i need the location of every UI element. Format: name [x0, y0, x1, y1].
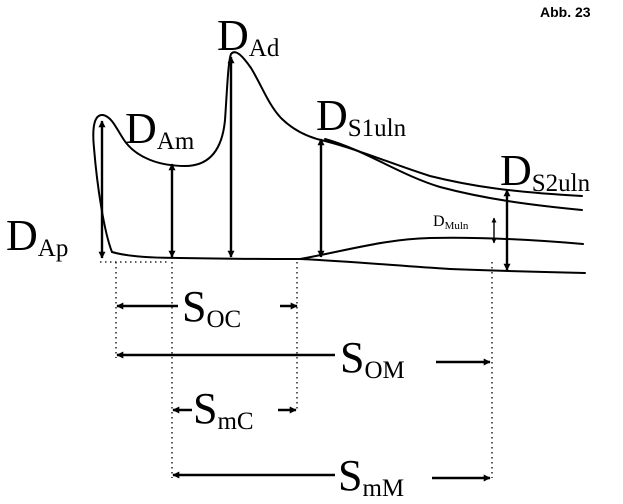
label-S-OM-sub: OM	[364, 357, 404, 384]
label-S-OM: SOM	[340, 333, 405, 384]
label-D-Ad-main: D	[217, 11, 249, 60]
label-D-Muln: DMuln	[433, 213, 469, 232]
label-S-mM-main: S	[338, 451, 362, 500]
bone-base-contour	[111, 251, 586, 274]
label-D-S1uln-sub: S1uln	[348, 115, 407, 142]
label-D-S2uln-sub: S2uln	[532, 170, 591, 197]
label-D-Muln-sub: Muln	[445, 220, 469, 232]
label-D-S2uln: DS2uln	[500, 146, 591, 197]
label-S-mM: SmM	[338, 451, 404, 502]
label-S-OM-main: S	[340, 333, 364, 382]
label-D-Ap-sub: Ap	[38, 235, 69, 262]
bone-inner-contour	[299, 236, 584, 260]
labels: DAd DAm DS1uln DS2uln DAp DMuln SOC SOM …	[6, 11, 591, 502]
label-D-Am-sub: Am	[157, 128, 195, 155]
bone-second-contour	[324, 138, 583, 211]
horizontal-measurements	[116, 302, 491, 482]
label-D-Ad: DAd	[217, 11, 280, 62]
label-D-S1uln: DS1uln	[316, 91, 407, 142]
figure-label: Abb. 23	[540, 4, 591, 20]
vertical-measurements	[98, 56, 511, 271]
label-D-Ad-sub: Ad	[249, 35, 280, 62]
label-S-mC-main: S	[193, 384, 217, 433]
label-D-Ap: DAp	[6, 211, 68, 262]
reference-lines	[100, 261, 493, 478]
label-S-OC: SOC	[182, 282, 241, 333]
label-S-OC-main: S	[182, 282, 206, 331]
label-S-mC-sub: mC	[217, 408, 253, 435]
label-D-S1uln-main: D	[316, 91, 348, 140]
label-D-S2uln-main: D	[500, 146, 532, 195]
label-D-Muln-main: D	[433, 213, 445, 230]
label-S-mM-sub: mM	[362, 475, 404, 502]
label-D-Am-main: D	[125, 104, 157, 153]
label-S-OC-sub: OC	[206, 306, 241, 333]
label-D-Ap-main: D	[6, 211, 38, 260]
label-S-mC: SmC	[193, 384, 254, 435]
label-D-Am: DAm	[125, 104, 195, 155]
